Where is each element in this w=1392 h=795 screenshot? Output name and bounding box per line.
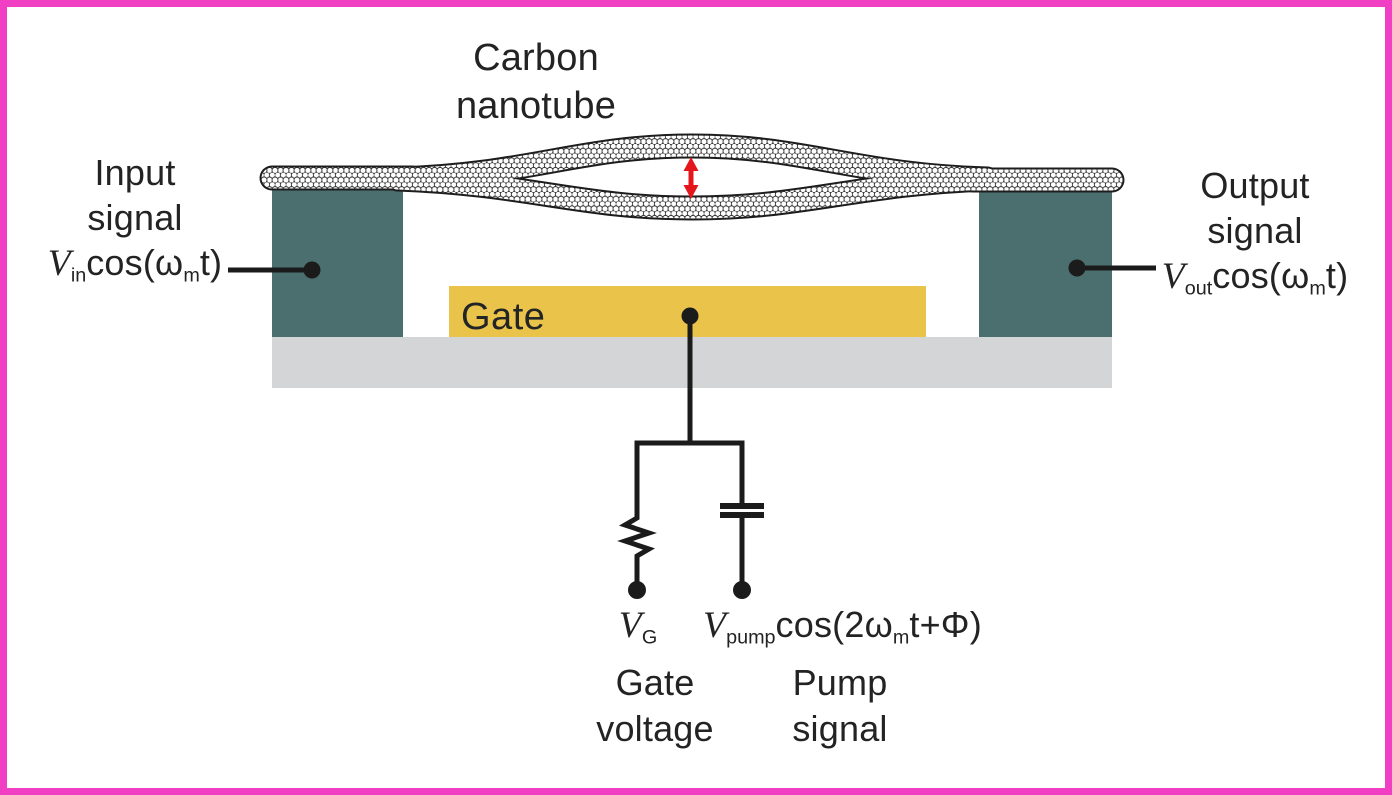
gate-label: Gate — [461, 296, 546, 338]
source-electrode — [272, 190, 403, 337]
nanotube-lattice — [261, 135, 1123, 219]
pump-terminal — [733, 581, 751, 599]
pump-formula: Vpumpcos(2ωmt+Φ) — [703, 604, 982, 649]
capacitor-symbol — [720, 503, 764, 518]
carbon-nanotube-label: Carbon nanotube — [455, 37, 617, 127]
drain-electrode — [979, 192, 1112, 337]
output-contact-dot — [1068, 259, 1086, 277]
gate-voltage-terminal — [628, 581, 646, 599]
gate-voltage-symbol: VG — [618, 605, 658, 649]
vibration-arrow-icon — [683, 157, 699, 199]
input-contact-dot — [303, 261, 321, 279]
resistor-symbol — [617, 440, 657, 585]
input-formula: Vincos(ωmt) — [47, 242, 223, 287]
pump-signal-caption: Pump signal — [792, 662, 888, 749]
output-formula: Voutcos(ωmt) — [1161, 255, 1349, 300]
output-signal-label: Output signal Voutcos(ωmt) — [1130, 163, 1380, 311]
input-signal-label: Input signal Vincos(ωmt) — [15, 150, 255, 298]
gate-voltage-caption: Gate voltage — [596, 662, 714, 749]
